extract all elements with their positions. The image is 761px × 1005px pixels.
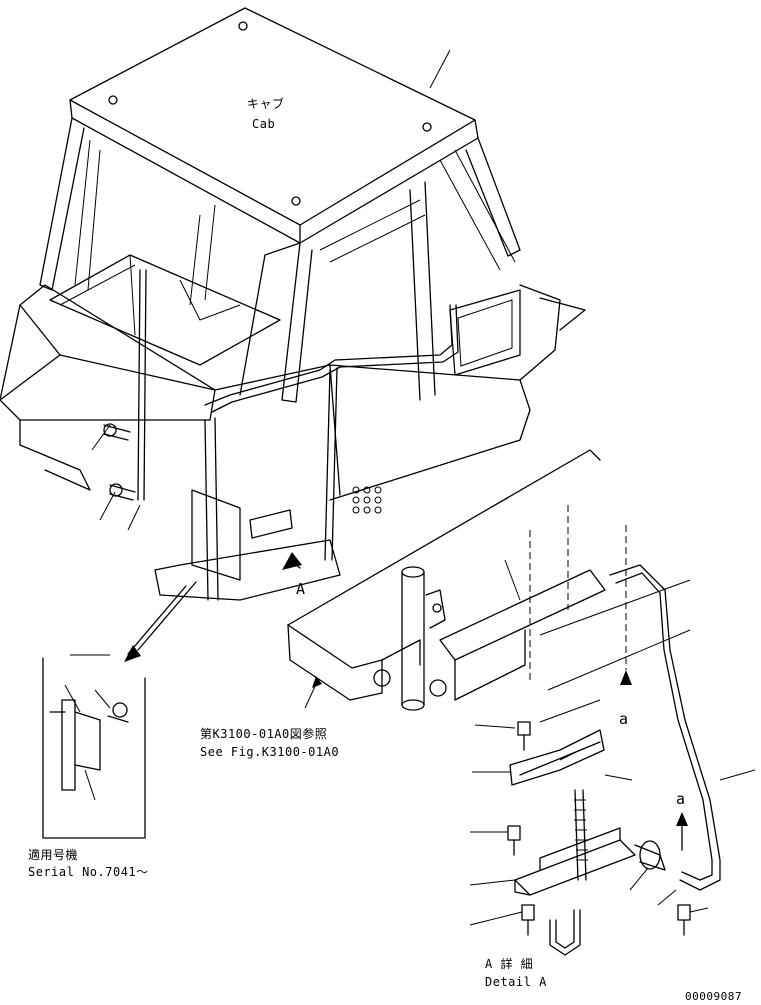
- serial-label-jp: 適用号機: [28, 848, 79, 862]
- section-a-right-label: a: [676, 790, 686, 808]
- serial-label-en: Serial No.7041～: [28, 865, 149, 879]
- cab-label-jp: キャブ: [247, 97, 285, 111]
- detail-a-label-jp: A 詳 細: [485, 957, 534, 971]
- detail-pointer-line: [137, 581, 197, 651]
- drawing-number: 00009087: [685, 990, 742, 1003]
- see-fig-label-jp: 第K3100-01A0図参照: [200, 727, 328, 741]
- cab-label-en: Cab: [252, 117, 276, 131]
- detail-a-assembly: [287, 449, 756, 956]
- section-a-left-label: a: [619, 710, 629, 728]
- side-holes: [352, 486, 382, 514]
- view-arrow-a: [282, 552, 302, 570]
- cab-assembly: [0, 7, 586, 601]
- serial-detail-view: [42, 654, 146, 839]
- detail-a-label-en: Detail A: [485, 975, 547, 989]
- view-a-label: A: [296, 580, 306, 598]
- see-fig-label-en: See Fig.K3100-01A0: [200, 745, 340, 759]
